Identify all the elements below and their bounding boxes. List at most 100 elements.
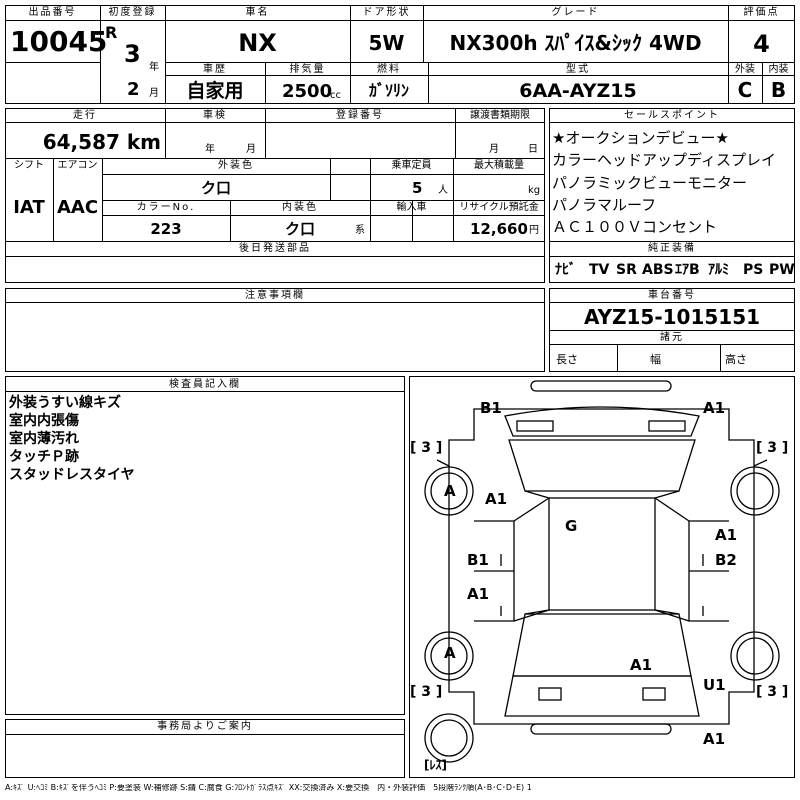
equipment-item: ｴｱB: [675, 262, 700, 278]
mark-rear-center: A1: [630, 656, 653, 674]
divider: [549, 330, 795, 331]
era: R: [105, 23, 118, 42]
door: 5W: [368, 31, 405, 55]
divider: [5, 158, 545, 159]
inspector-note: スタッドレスタイヤ: [9, 467, 135, 483]
mark-door-front-right: A1: [715, 526, 738, 544]
transfer-month-unit: 月: [489, 144, 499, 155]
first-reg-label: 初度登録: [108, 7, 157, 18]
mark-door-rear-left: A1: [467, 585, 490, 603]
exterior-color: ク口: [200, 179, 231, 197]
interior-label: 内装: [768, 64, 789, 75]
divider: [549, 344, 795, 345]
divider: [102, 174, 545, 175]
equipment-item: PS: [743, 262, 764, 278]
year-unit: 年: [149, 62, 159, 73]
divider: [617, 344, 618, 372]
max-load-label: 最大積載量: [474, 160, 524, 171]
divider: [5, 20, 100, 21]
car-outline-diagram: [424, 380, 780, 763]
displacement: 2500: [282, 81, 333, 102]
divider: [412, 200, 413, 241]
shift-label: シフト: [14, 160, 44, 171]
divider: [102, 158, 103, 241]
model: 6AA-AYZ15: [519, 80, 637, 102]
inspector-note: 外装うすい線キズ: [9, 395, 121, 411]
shift: IAT: [13, 197, 45, 218]
lot-number-label: 出品番号: [28, 7, 77, 18]
width-label: 幅: [650, 353, 661, 366]
door-label: ドア形状: [362, 7, 411, 18]
aircon-label: エアコン: [57, 160, 98, 171]
sales-point-item: パノラミックビューモニター: [552, 174, 748, 192]
divider: [428, 62, 429, 104]
damage-diagram-block: [409, 376, 795, 778]
capacity-unit: 人: [438, 185, 448, 196]
mark-front-right: A1: [703, 399, 726, 417]
inspector-note: 室内薄汚れ: [9, 431, 79, 447]
chassis-label: 車台番号: [648, 290, 696, 301]
exterior-color-label: 外装色: [218, 160, 254, 171]
divider: [165, 108, 166, 158]
divider: [265, 62, 266, 104]
sales-point-item: カラーヘッドアップディスプレイ: [552, 151, 776, 169]
model-label: 型式: [566, 64, 590, 75]
divider: [455, 108, 456, 158]
equipment-item: ﾅﾋﾞ: [555, 262, 576, 278]
mark-fender-left: A1: [485, 490, 508, 508]
divider: [5, 241, 545, 242]
inspection-label: 車検: [203, 110, 227, 121]
inspection-month-unit: 月: [246, 144, 256, 155]
divider: [53, 158, 54, 241]
mileage-label: 走行: [73, 110, 97, 121]
equipment-label: 純正装備: [648, 243, 696, 254]
divider: [165, 62, 728, 63]
fuel: ｶﾞｿﾘﾝ: [368, 81, 409, 100]
mark-rear-right: U1: [703, 676, 726, 694]
interior-color-label: 内装色: [282, 202, 318, 213]
history: 自家用: [186, 80, 244, 102]
tire-front-right: [ 3 ]: [756, 440, 789, 456]
capacity-label: 乗車定員: [391, 160, 432, 171]
divider: [102, 200, 545, 201]
spare-tire-label: [ﾚｽ]: [424, 758, 447, 772]
divider: [762, 62, 763, 104]
inspector-note: 室内内張傷: [9, 413, 79, 429]
color-number: 223: [150, 220, 182, 238]
capacity: 5: [412, 179, 423, 197]
grade-label: グレード: [551, 7, 600, 18]
divider: [165, 62, 166, 104]
inspection-year-unit: 年: [205, 144, 215, 155]
divider: [5, 302, 545, 303]
height-label: 高さ: [725, 353, 747, 366]
lot-number: 10045: [10, 25, 108, 58]
spec-label: 諸元: [660, 332, 684, 343]
divider: [350, 62, 351, 104]
sales-point-item: パノラマルーフ: [552, 196, 657, 214]
tire-rear-left: [ 3 ]: [410, 684, 443, 700]
mark-door-front-left: B1: [467, 551, 489, 569]
office-label: 事務局よりご案内: [157, 721, 253, 732]
divider: [549, 302, 795, 303]
score-label: 評価点: [743, 7, 780, 18]
divider: [350, 5, 351, 62]
inspector-note: タッチＰ跡: [9, 449, 79, 465]
divider: [102, 215, 545, 216]
divider: [423, 5, 424, 62]
history-label: 車歴: [203, 64, 227, 75]
equipment-item: TV: [589, 262, 610, 278]
max-load-unit: kg: [528, 185, 541, 196]
exterior-label: 外装: [735, 64, 755, 75]
equipment-item: PW: [769, 262, 795, 278]
divider: [5, 62, 100, 63]
car-name-label: 車名: [245, 7, 270, 18]
equipment-item: ABS: [642, 262, 674, 278]
office-block: [5, 719, 405, 778]
divider: [728, 5, 729, 104]
notes-label: 注意事項欄: [245, 290, 305, 301]
mark-rear-bumper: A1: [703, 730, 726, 748]
divider: [230, 200, 231, 241]
tire-front-left: [ 3 ]: [410, 440, 443, 456]
divider: [549, 122, 795, 123]
divider: [453, 158, 454, 241]
